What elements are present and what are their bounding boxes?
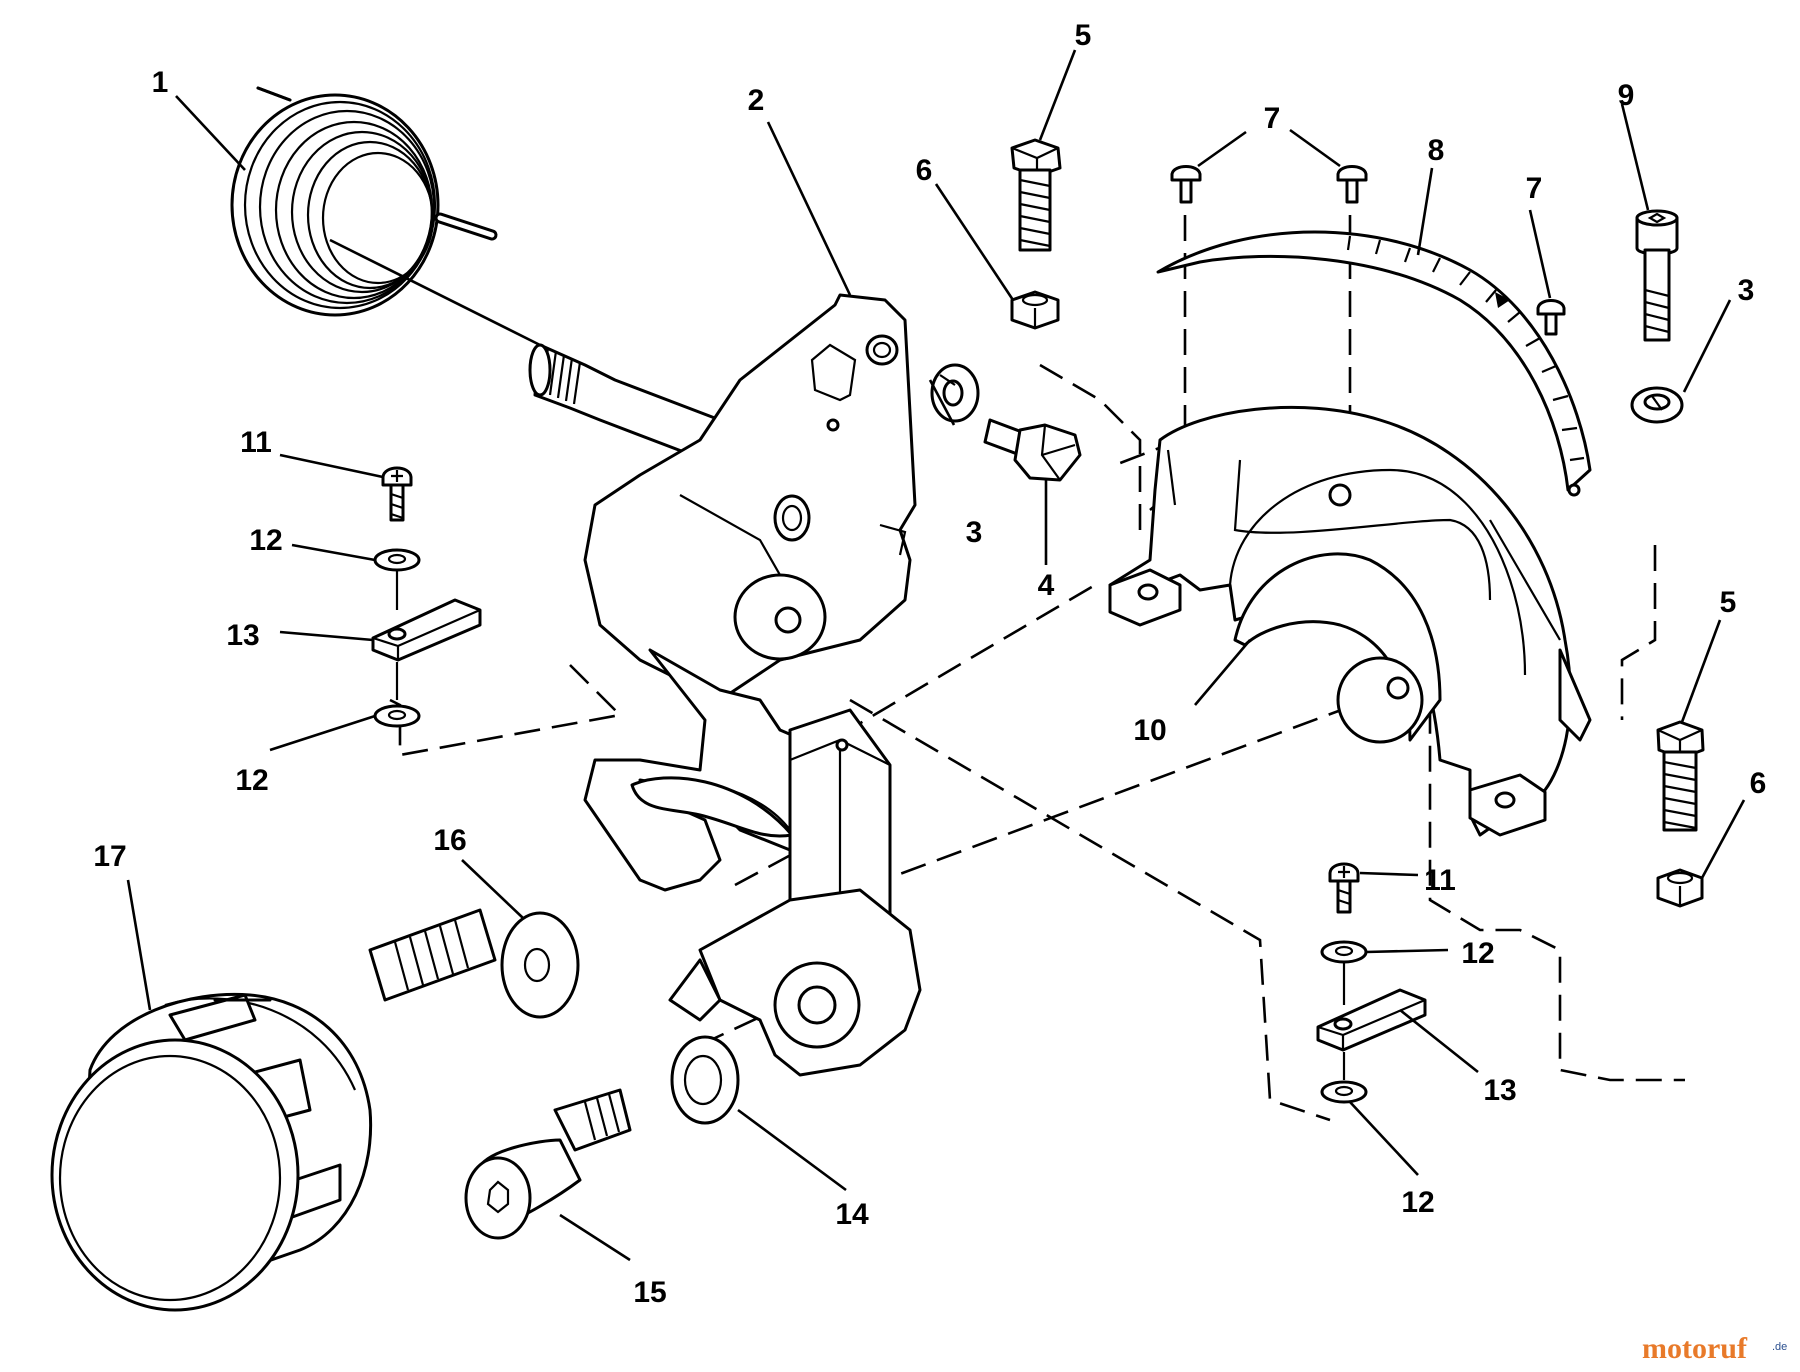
lock-washer-left [930, 363, 980, 423]
callout-11-left: 11 [240, 426, 272, 459]
callout-6-right: 6 [1750, 767, 1767, 800]
callout-12-left-top: 12 [249, 524, 282, 557]
callout-12-right-bottom: 12 [1401, 1186, 1434, 1219]
lock-washer-right [1630, 386, 1684, 424]
hex-bolt [983, 418, 1082, 482]
washer-16 [500, 911, 580, 1019]
callout-14: 14 [835, 1198, 869, 1231]
assembly-dashed-lines [389, 215, 1685, 1122]
callout-5-top: 5 [1075, 19, 1092, 52]
flat-washer-14 [670, 1035, 740, 1125]
callout-13-left: 13 [226, 619, 259, 652]
callout-13-right: 13 [1483, 1074, 1516, 1107]
callout-15: 15 [633, 1276, 666, 1309]
callout-12-right-top: 12 [1461, 937, 1494, 970]
leader-lines [126, 49, 1746, 1262]
callout-labels: 1 2 3 3 4 5 5 6 6 7 7 8 9 10 11 11 12 12… [93, 19, 1766, 1309]
blade-guard [1108, 405, 1592, 837]
socket-cap-screw [1635, 209, 1679, 342]
torsion-spring [230, 86, 498, 317]
callout-3-left: 3 [966, 516, 983, 549]
callout-11-right: 11 [1424, 864, 1456, 897]
watermark-suffix: .de [1772, 1341, 1787, 1353]
clip-set-left [371, 466, 482, 728]
watermark-text: motoruf [1642, 1332, 1748, 1365]
callout-1: 1 [152, 66, 169, 99]
cap-screw-right [1656, 720, 1705, 832]
callout-2: 2 [748, 84, 765, 117]
callout-10: 10 [1133, 714, 1166, 747]
callout-17: 17 [93, 840, 126, 873]
callout-12-left-bottom: 12 [235, 764, 268, 797]
callout-7-top: 7 [1264, 102, 1281, 135]
callout-3-right: 3 [1738, 274, 1755, 307]
callout-7-right: 7 [1526, 172, 1543, 205]
screw-7a [1170, 165, 1202, 204]
screw-7c [1536, 299, 1566, 336]
bevel-scale [1156, 230, 1592, 497]
callout-6-top: 6 [916, 154, 933, 187]
clip-set-right [1316, 862, 1427, 1104]
callout-8: 8 [1428, 134, 1445, 167]
callout-5-right: 5 [1720, 586, 1737, 619]
hex-nut-right [1656, 868, 1704, 908]
shoulder-screw [464, 1088, 632, 1240]
motoruf-watermark-logo: motoruf .de [1642, 1332, 1787, 1365]
hex-nut-top [1010, 290, 1060, 330]
callout-16: 16 [433, 824, 466, 857]
lock-knob [50, 908, 497, 1312]
cap-screw-top [1010, 138, 1062, 252]
screw-7b [1336, 165, 1368, 204]
pivot-bracket [528, 293, 922, 1077]
callout-4: 4 [1038, 569, 1055, 602]
callout-9: 9 [1618, 79, 1635, 112]
